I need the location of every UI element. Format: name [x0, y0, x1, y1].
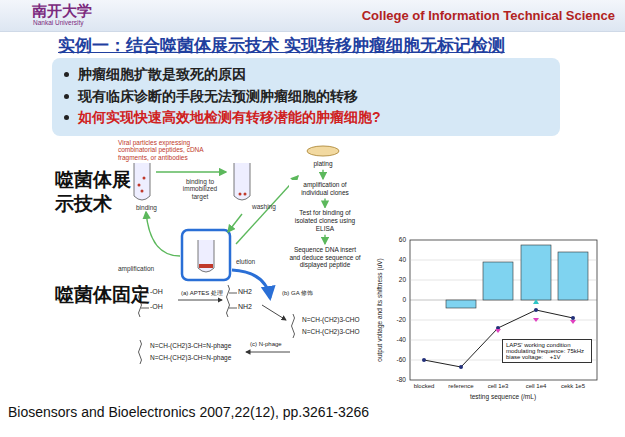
- axis-text: -60: [386, 356, 406, 363]
- diagram-label: washing: [252, 203, 276, 210]
- node-text: 南开大学: [32, 2, 92, 21]
- axis-text: 40: [386, 256, 406, 263]
- diagram-label: N=CH-(CH2)3-CH=N-phage: [150, 354, 231, 361]
- chart-legend: LAPS' working conditionmodulating freque…: [502, 339, 592, 363]
- bullet-dot: [64, 115, 69, 120]
- node-text: 现有临床诊断的手段无法预测肿瘤细胞的转移: [78, 86, 550, 108]
- axis-text: -40: [386, 336, 406, 343]
- diagram-label: amplification: [118, 265, 154, 272]
- cycle-arrows: [146, 172, 298, 256]
- flow-arrow: [232, 270, 270, 298]
- diagram-label: N=CH-(CH2)3-CH=N-phage: [150, 342, 231, 349]
- node-text: 如何实现快速高效地检测有转移潜能的肿瘤细胞?: [78, 107, 550, 129]
- step-box: amplification of individual clones: [289, 180, 361, 198]
- axis-text: -20: [386, 316, 406, 323]
- bullet-dot: [64, 94, 69, 99]
- diagram-label: NH2: [238, 288, 252, 296]
- node-text: biase voltage: +1V: [506, 354, 588, 360]
- bar-chart: [410, 240, 597, 380]
- diagram-label: elution: [236, 258, 255, 265]
- step-box: Test for binding of isolated clones usin…: [289, 208, 361, 233]
- flow-arrow: [322, 170, 323, 179]
- diagram-label: -OH: [150, 288, 163, 296]
- citation: Biosensors and Bioelectronics 2007,22(12…: [8, 404, 369, 420]
- axis-text: -80: [386, 376, 406, 383]
- diagram-label: (c) N-phage: [250, 341, 282, 348]
- diagram-label: NH2: [238, 303, 252, 311]
- step-box: Sequence DNA insert and deduce sequence …: [287, 245, 363, 270]
- flow-arrow: [324, 235, 325, 244]
- diagram-label: binding: [136, 204, 157, 211]
- bullet-box: 肿瘤细胞扩散是致死的原因现有临床诊断的手段无法预测肿瘤细胞的转移如何实现快速高效…: [52, 58, 560, 136]
- section-label: 噬菌体固定: [55, 283, 165, 307]
- axis-text: output voltage and its shiftness (uV): [376, 258, 383, 361]
- diagram-label: -OH: [150, 303, 163, 311]
- diagram-label: (b) GA 修饰: [282, 290, 313, 297]
- diagram-label: N=CH-(CH2)3-CHO: [302, 328, 360, 335]
- node-text: plating: [313, 160, 332, 168]
- header-band: 南开大学Nankai University College of Informat…: [0, 0, 625, 31]
- slide-title: 实例一：结合噬菌体展示技术 实现转移肿瘤细胞无标记检测: [58, 36, 505, 56]
- flow-arrow: [324, 198, 325, 207]
- plate: [307, 146, 339, 156]
- elution-box: [182, 230, 230, 280]
- node-text: modulating frequence: 75kHz: [506, 348, 588, 354]
- axis-text: cekk 1e5: [561, 383, 585, 390]
- surfaces: [139, 285, 295, 364]
- bullet-dot: [64, 72, 69, 77]
- node-text: Test for binding of isolated clones usin…: [290, 209, 360, 232]
- axis-text: testing sequence (/mL): [470, 393, 536, 400]
- diagram-label: Viral particles expressing combinatorial…: [118, 139, 210, 161]
- tubes: [134, 163, 250, 272]
- node-text: amplification of individual clones: [290, 181, 360, 197]
- diagram-label: binding to immobilized target: [176, 178, 224, 200]
- diagram-label: N=CH-(CH2)3-CHO: [302, 316, 360, 323]
- axis-text: reference: [448, 383, 473, 390]
- node-text: 肿瘤细胞扩散是致死的原因: [78, 64, 550, 86]
- axis-text: 20: [386, 276, 406, 283]
- axis-text: 60: [386, 236, 406, 243]
- node-text: College of Information Technical Science: [362, 8, 615, 23]
- section-label: 噬菌体展示技术: [55, 168, 135, 216]
- node-text: Sequence DNA insert and deduce sequence …: [288, 246, 362, 269]
- axis-text: blocked: [414, 383, 435, 390]
- step-box: plating: [312, 159, 333, 169]
- diagram-label: (a) APTES 处理: [181, 290, 223, 297]
- axis-text: cell 1e3: [488, 383, 509, 390]
- axis-text: 0: [386, 296, 406, 303]
- node-text: Nankai University: [33, 19, 84, 26]
- node-text: LAPS' working condition: [506, 342, 588, 348]
- axis-text: cell 1e4: [526, 383, 547, 390]
